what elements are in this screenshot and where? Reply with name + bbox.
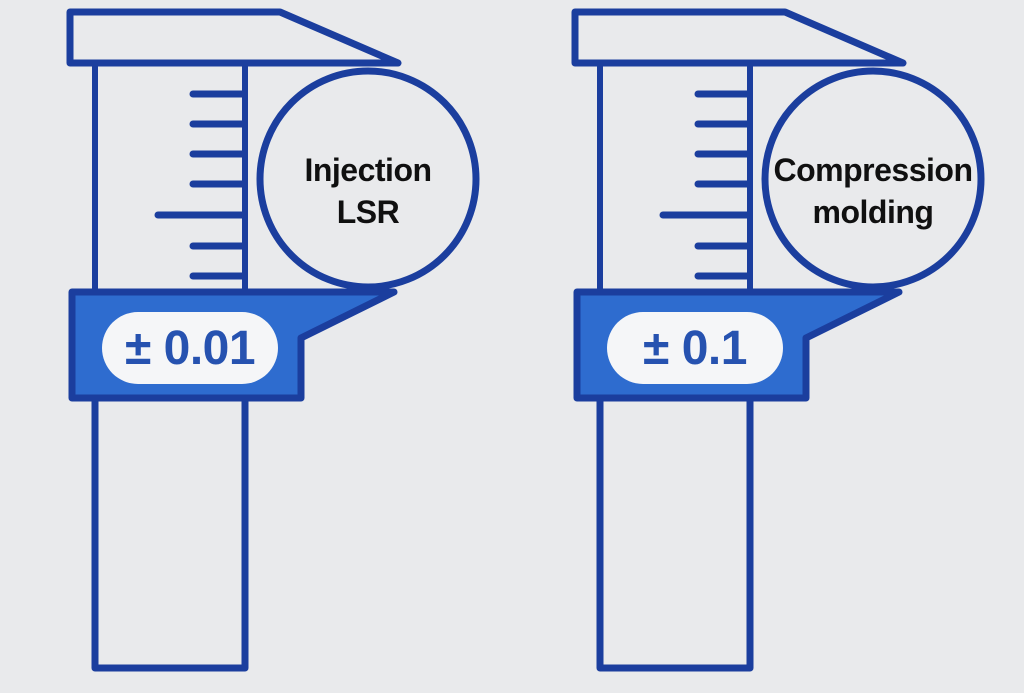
tolerance-value: ± 0.01 [125,322,255,375]
caliper-left: Injection LSR ± 0.01 [70,12,476,668]
caliper-icon [575,12,981,668]
circle-label-line1: Injection [304,152,431,188]
circle-label-line2: LSR [337,194,400,230]
circle-label-line2: molding [813,194,934,230]
circle-label-line1: Compression [774,152,973,188]
caliper-right: Compression molding ± 0.1 [575,12,981,668]
tolerance-value: ± 0.1 [643,322,747,375]
